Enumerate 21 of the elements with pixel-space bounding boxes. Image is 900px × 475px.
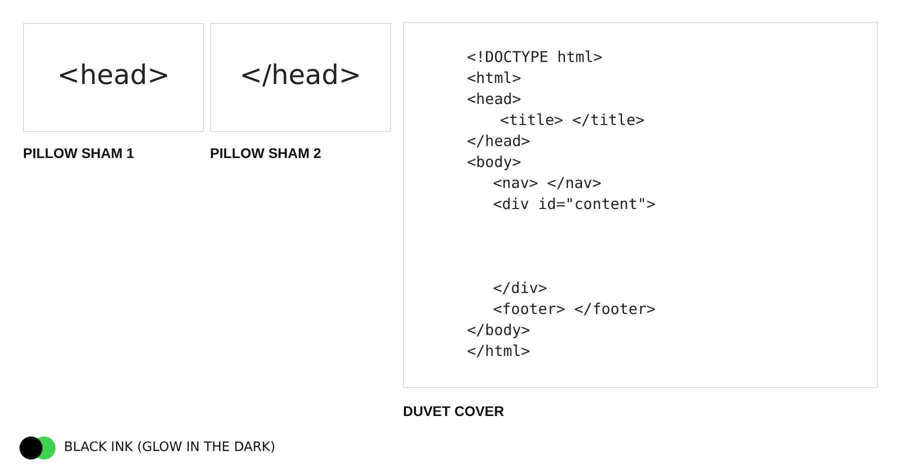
code-line: </body> <box>467 321 530 339</box>
tag-text: </head> <box>238 60 362 90</box>
node-label: PILLOW SHAM 2 <box>210 145 322 161</box>
node-label: DUVET COVER <box>403 403 504 419</box>
code-line: <head> <box>467 90 522 108</box>
code-line: </head> <box>467 132 530 150</box>
code-line: <nav> </nav> <box>493 174 602 192</box>
code-line: <div id="content"> <box>493 195 656 213</box>
code-line: <body> <box>467 153 522 171</box>
legend-text: BLACK INK (GLOW IN THE DARK) <box>64 440 276 455</box>
card-background <box>210 23 391 132</box>
tag-text: <head> <box>56 60 171 90</box>
node-label: PILLOW SHAM 1 <box>23 145 134 161</box>
card-background <box>403 22 878 388</box>
code-line: <footer> </footer> <box>493 300 656 318</box>
card-background <box>23 23 204 132</box>
code-line: </div> <box>493 279 548 297</box>
code-line: <html> <box>467 69 522 87</box>
code-line: </html> <box>467 342 530 360</box>
code-line: <title> </title> <box>500 111 644 129</box>
code-line: <!DOCTYPE html> <box>467 48 602 66</box>
